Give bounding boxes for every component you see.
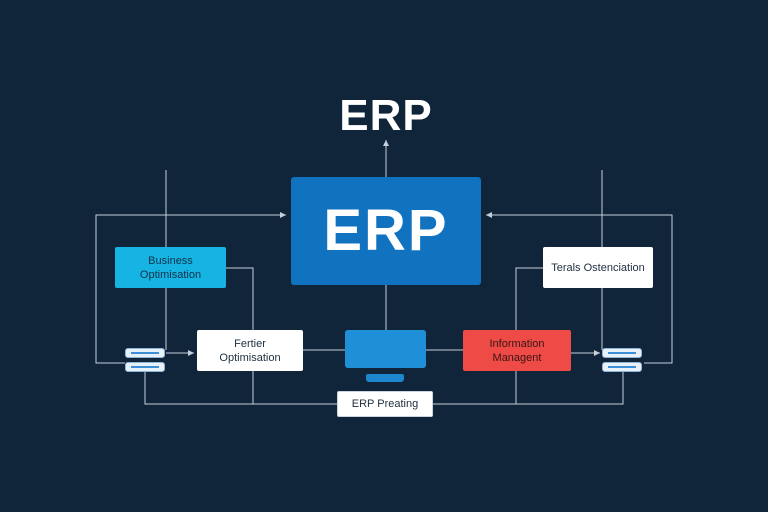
terals-ostenciation-box: Terals Ostenciation [543, 247, 653, 288]
server-node-icon [602, 348, 642, 358]
diagram-title: ERP [339, 91, 433, 140]
business-optimisation-box: Business Optimisation [115, 247, 226, 288]
fertier-optimisation-box: Fertier Optimisation [197, 330, 303, 371]
information-managent-box: Information Managent [463, 330, 571, 371]
erp-core-block: ERP [291, 177, 481, 285]
server-node-icon [125, 362, 165, 372]
server-node-icon [125, 348, 165, 358]
monitor-neck [345, 330, 426, 368]
monitor-stand [366, 374, 404, 382]
server-node-icon [602, 362, 642, 372]
erp-preating-box: ERP Preating [337, 391, 433, 417]
